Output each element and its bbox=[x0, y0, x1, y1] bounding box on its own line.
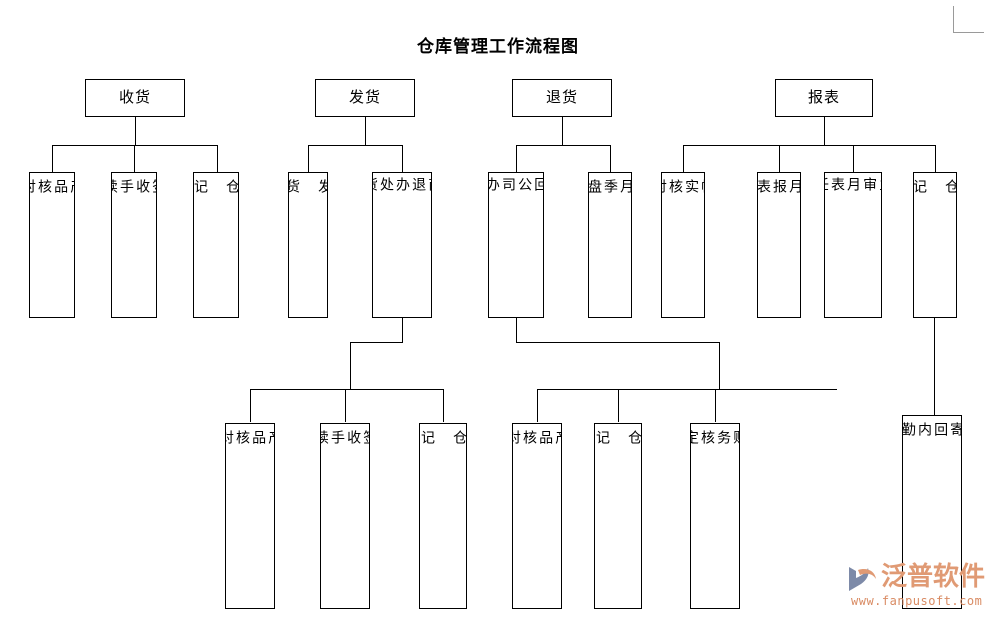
n-fahuo-label: 发货 bbox=[348, 88, 381, 107]
n-chucangjizhang-1[interactable]: 出 仓 记 帐 bbox=[913, 172, 957, 318]
n-baobiao[interactable]: 报表 bbox=[775, 79, 873, 117]
n-jieshangjia-label: 事 接 商 退 办 处 货 家 货 bbox=[372, 177, 432, 192]
connector-fahuo-sub-bus bbox=[250, 389, 444, 390]
fanpusoft-logo-icon bbox=[849, 567, 876, 591]
n-chanpinhedui-2-label: 产 品 核 对 bbox=[225, 430, 275, 446]
n-shouhuo-label: 收货 bbox=[118, 88, 151, 107]
n-fahuo[interactable]: 发货 bbox=[315, 79, 415, 117]
connector-fahuo-drop-2 bbox=[402, 145, 403, 172]
connector-chucang-to-dingshi bbox=[934, 318, 935, 416]
connector-tuihuo-sub-stem bbox=[516, 318, 517, 342]
n-zhurenshenhe[interactable]: 报 主 审 月 表 任 核 bbox=[824, 172, 882, 318]
n-chucangjizhang-2-label: 出 仓 记 帐 bbox=[594, 430, 642, 446]
connector-shouhuo-drop-2 bbox=[134, 145, 135, 172]
connector-tuihuo-sub-drop-3 bbox=[715, 389, 716, 422]
n-tuihuigongsi-label: 事 退 回 公 司 办 处 货 bbox=[488, 177, 544, 192]
n-baobiao-label: 报表 bbox=[807, 88, 840, 107]
connector-tuihuo-sub-drop-2 bbox=[618, 389, 619, 422]
connector-tuihuo-bus bbox=[516, 145, 610, 146]
connector-baobiao-drop-1 bbox=[683, 145, 684, 172]
n-qianshoushouxu-2-label: 签 收 手 续 bbox=[320, 430, 370, 446]
n-fahuo-2-label: 发 货 bbox=[288, 179, 328, 195]
n-rucangjizhang-1-label: 入 仓 记 帐 bbox=[193, 179, 239, 195]
n-chanpinhedui-3[interactable]: 产 品 核 对 bbox=[512, 423, 562, 609]
connector-baobiao-bus bbox=[683, 145, 935, 146]
n-rucangjizhang-2-label: 入 仓 记 帐 bbox=[419, 430, 467, 446]
connector-fahuo-sub-stem bbox=[402, 318, 403, 342]
connector-fahuo-sub-riser bbox=[350, 342, 351, 389]
connector-tuihuo-sub-jog bbox=[516, 342, 719, 343]
connector-fahuo-stem bbox=[365, 117, 366, 145]
n-chucangjizhang-1-label: 出 仓 记 帐 bbox=[913, 179, 957, 195]
n-tuihuigongsi[interactable]: 事 退 回 公 司 办 处 货 bbox=[488, 172, 544, 318]
n-zhurenshenhe-label: 报 主 审 月 表 任 核 bbox=[824, 177, 882, 192]
page-title: 仓库管理工作流程图 bbox=[417, 37, 579, 57]
connector-shouhuo-drop-3 bbox=[217, 145, 218, 172]
n-zhangshihedui[interactable]: 帐 实 核 对 bbox=[661, 172, 705, 318]
n-zhangshihedui-label: 帐 实 核 对 bbox=[661, 179, 705, 195]
n-chanpinhedui-3-label: 产 品 核 对 bbox=[512, 430, 562, 446]
n-neiqinbaoxiao[interactable]: 内 勤 财 务 核 定 报 销 bbox=[690, 423, 740, 609]
connector-fahuo-sub-drop-2 bbox=[345, 389, 346, 422]
connector-fahuo-sub-jog bbox=[350, 342, 403, 343]
n-neiqinbaoxiao-label: 内 勤 财 务 核 定 报 销 bbox=[690, 430, 740, 446]
connector-baobiao-drop-2 bbox=[779, 145, 780, 172]
n-fahuo-2[interactable]: 发 货 bbox=[288, 172, 328, 318]
n-zhouyuejipandian-label: 周 月 季 盘 点 bbox=[588, 179, 632, 195]
connector-baobiao-drop-4 bbox=[935, 145, 936, 172]
connector-tuihuo-sub-riser bbox=[719, 342, 720, 389]
connector-baobiao-drop-3 bbox=[853, 145, 854, 172]
n-zhouyuejipandian[interactable]: 周 月 季 盘 点 bbox=[588, 172, 632, 318]
connector-fahuo-sub-drop-3 bbox=[443, 389, 444, 422]
connector-shouhuo-bus bbox=[52, 145, 218, 146]
connector-tuihuo-sub-drop-1 bbox=[537, 389, 538, 422]
n-jieshangjia[interactable]: 事 接 商 退 办 处 货 家 货 bbox=[372, 172, 432, 318]
n-yuebaobiao[interactable]: 月 报 表 bbox=[757, 172, 801, 318]
n-yuebaobiao-label: 月 报 表 bbox=[757, 179, 801, 195]
connector-fahuo-bus bbox=[308, 145, 403, 146]
connector-shouhuo-stem bbox=[135, 117, 136, 145]
n-dingshijihui-label: 定 时 寄 回 内 勤 处 理 bbox=[902, 422, 962, 438]
n-chanpinhedui-2[interactable]: 产 品 核 对 bbox=[225, 423, 275, 609]
n-qianshoushouxu-1-label: 签 收 手 续 bbox=[111, 179, 157, 195]
connector-tuihuo-stem bbox=[562, 117, 563, 145]
n-qianshoushouxu-2[interactable]: 签 收 手 续 bbox=[320, 423, 370, 609]
n-tuihuo[interactable]: 退货 bbox=[512, 79, 612, 117]
n-chanpinhedui-1-label: 产 品 核 对 bbox=[29, 179, 75, 195]
connector-tuihuo-drop-1 bbox=[516, 145, 517, 172]
connector-baobiao-stem bbox=[824, 117, 825, 145]
n-chanpinhedui-1[interactable]: 产 品 核 对 bbox=[29, 172, 75, 318]
n-tuihuo-label: 退货 bbox=[545, 88, 578, 107]
n-qianshoushouxu-1[interactable]: 签 收 手 续 bbox=[111, 172, 157, 318]
n-dingshijihui[interactable]: 定 时 寄 回 内 勤 处 理 bbox=[902, 415, 962, 609]
connector-tuihuo-sub-bus bbox=[537, 389, 837, 390]
connector-fahuo-sub-drop-1 bbox=[250, 389, 251, 422]
connector-shouhuo-drop-1 bbox=[52, 145, 53, 172]
n-rucangjizhang-2[interactable]: 入 仓 记 帐 bbox=[419, 423, 467, 609]
n-rucangjizhang-1[interactable]: 入 仓 记 帐 bbox=[193, 172, 239, 318]
connector-fahuo-drop-1 bbox=[308, 145, 309, 172]
n-shouhuo[interactable]: 收货 bbox=[85, 79, 185, 117]
n-chucangjizhang-2[interactable]: 出 仓 记 帐 bbox=[594, 423, 642, 609]
page-margin-corner-guide bbox=[953, 6, 984, 33]
connector-tuihuo-drop-2 bbox=[610, 145, 611, 172]
